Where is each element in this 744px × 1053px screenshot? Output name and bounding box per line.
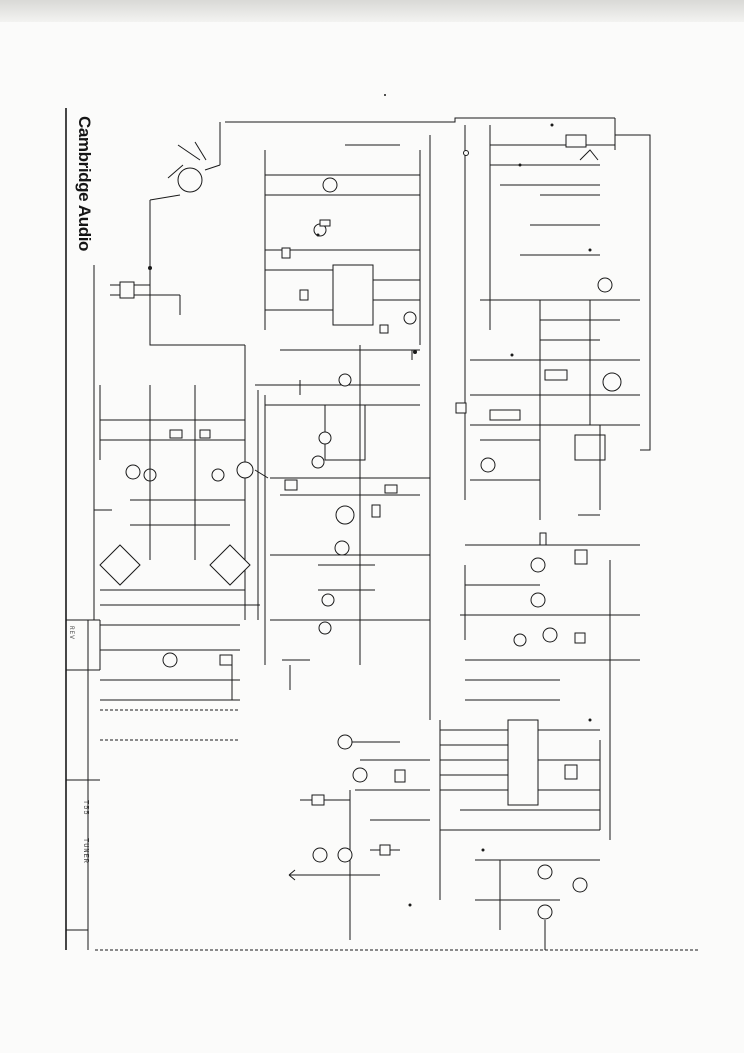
pll-synthesizer-section bbox=[439, 719, 601, 950]
if-amplifier-section bbox=[255, 144, 421, 395]
supply-rails bbox=[93, 117, 700, 951]
title-block-frame bbox=[65, 108, 101, 950]
brand-title: Cambridge Audio bbox=[75, 116, 94, 252]
revision-note: REV bbox=[68, 626, 75, 640]
power-supply-section bbox=[99, 385, 254, 700]
scan-noise bbox=[316, 94, 592, 907]
audio-output-section bbox=[460, 532, 640, 840]
section-note: TUNER bbox=[81, 838, 89, 865]
model-note: T55 bbox=[81, 800, 89, 816]
indicator-driver-section bbox=[288, 734, 430, 940]
oscillator-section bbox=[455, 125, 640, 520]
scan-edge-shadow bbox=[0, 0, 744, 22]
stereo-decoder-section bbox=[254, 135, 431, 720]
fm-front-end bbox=[110, 122, 221, 315]
